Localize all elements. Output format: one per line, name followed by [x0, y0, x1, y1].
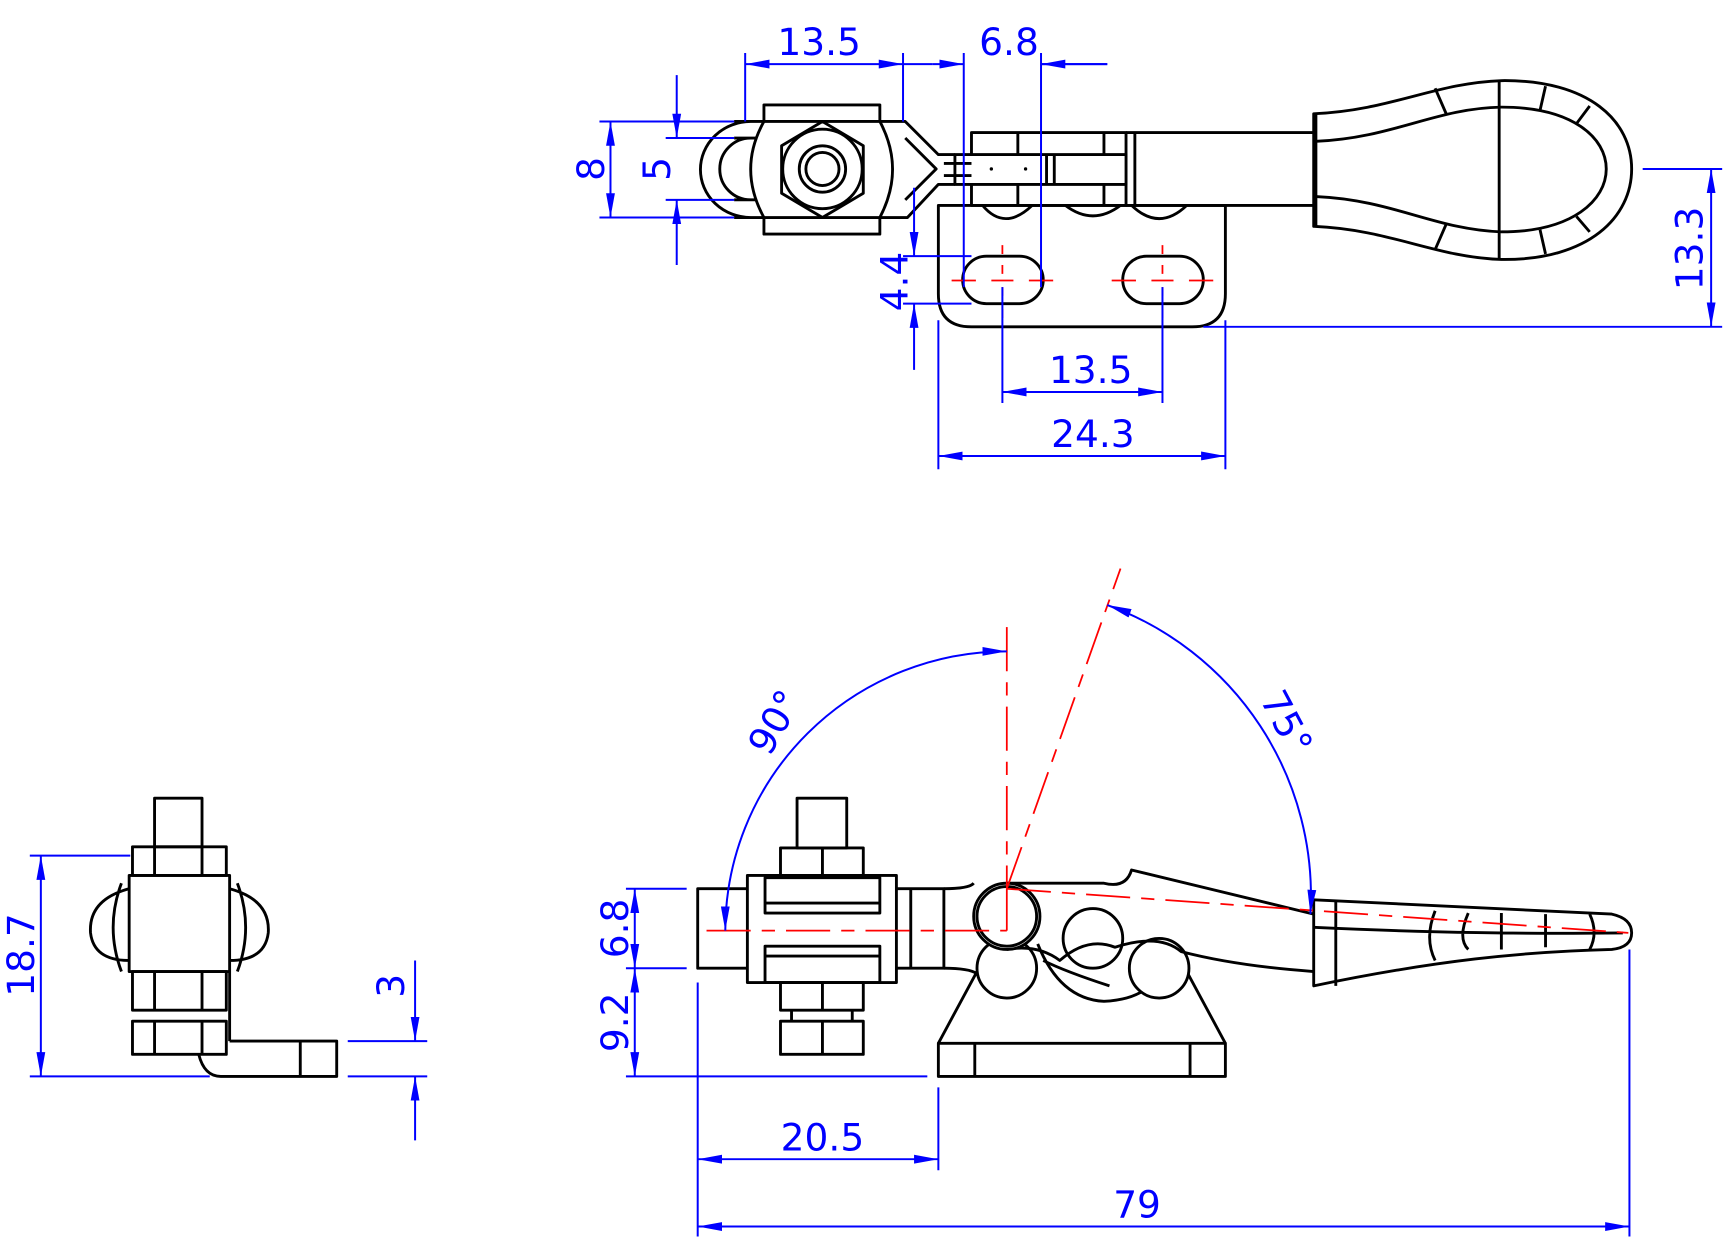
angle-90: 90° — [739, 682, 810, 762]
dim-13-5-holes: 13.5 — [1049, 348, 1133, 392]
spindle-body — [749, 103, 894, 236]
dim-4-4: 4.4 — [872, 252, 916, 312]
side-view: 90° 75° 6.8 9.2 20.5 79 — [593, 568, 1634, 1237]
dim-18-7: 18.7 — [0, 913, 43, 997]
spindle-arm — [879, 120, 972, 219]
dim-24-3: 24.3 — [1051, 412, 1135, 456]
angle-75: 75° — [1252, 683, 1322, 762]
dim-20-5: 20.5 — [781, 1115, 865, 1159]
dim-8: 8 — [569, 157, 613, 181]
dim-6-8-top: 6.8 — [979, 20, 1039, 64]
dim-9-2: 9.2 — [593, 992, 637, 1052]
dim-6-8-side: 6.8 — [593, 899, 637, 959]
end-foot — [197, 971, 339, 1078]
end-view: 18.7 3 — [0, 796, 428, 1141]
dim-3: 3 — [369, 974, 413, 998]
handle-bar — [1126, 131, 1316, 207]
spindle-eye — [699, 120, 764, 219]
dim-5: 5 — [635, 157, 679, 181]
dim-79: 79 — [1113, 1183, 1161, 1227]
side-handle — [1312, 898, 1634, 988]
dim-13-3: 13.3 — [1667, 207, 1711, 291]
hex-nut — [780, 120, 865, 219]
end-body — [127, 874, 232, 973]
base-plate — [936, 203, 1227, 329]
handle-grip — [1312, 79, 1634, 261]
top-view: 13.5 6.8 8 5 4.4 13.3 13.5 24.3 — [569, 20, 1723, 470]
dim-13-5-top: 13.5 — [777, 20, 861, 64]
side-base — [937, 970, 1227, 1044]
